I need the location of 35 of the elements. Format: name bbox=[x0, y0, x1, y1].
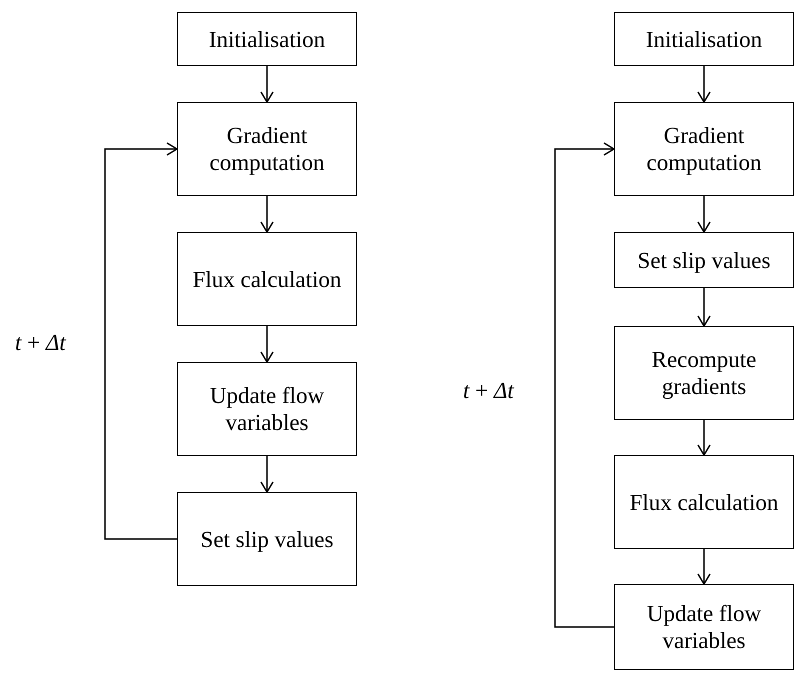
box-text: Update flow variables bbox=[646, 600, 762, 654]
arrow bbox=[260, 196, 274, 233]
arrow bbox=[697, 420, 711, 456]
box-text: Set slip values bbox=[200, 526, 334, 552]
arrow bbox=[554, 142, 615, 628]
arrow bbox=[260, 66, 274, 103]
process-box bbox=[177, 232, 357, 326]
arrow bbox=[260, 326, 274, 363]
time-step-label: t + Δt bbox=[463, 378, 514, 404]
box-text: Set slip values bbox=[636, 246, 772, 274]
process-box bbox=[177, 102, 357, 196]
process-box bbox=[614, 584, 794, 670]
box-text: Gradient computation bbox=[208, 122, 326, 176]
box-text: Initialisation bbox=[208, 26, 326, 52]
process-box bbox=[614, 232, 794, 288]
process-box bbox=[614, 326, 794, 420]
arrow bbox=[260, 456, 274, 493]
box-text: Flux calculation bbox=[192, 266, 342, 292]
process-box bbox=[614, 102, 794, 196]
arrow bbox=[697, 66, 711, 103]
box-text: Recompute gradients bbox=[650, 346, 758, 400]
process-box bbox=[177, 12, 357, 66]
process-box bbox=[177, 362, 357, 456]
arrow bbox=[104, 142, 178, 540]
time-step-label: t + Δt bbox=[15, 330, 66, 356]
box-text: Update flow variables bbox=[208, 382, 326, 436]
box-text: Initialisation bbox=[644, 26, 764, 52]
box-text: Gradient computation bbox=[646, 122, 762, 176]
arrow bbox=[697, 288, 711, 327]
arrow bbox=[697, 196, 711, 233]
process-box bbox=[177, 492, 357, 586]
process-box bbox=[614, 12, 794, 66]
process-box bbox=[614, 455, 794, 549]
box-text: Flux calculation bbox=[628, 488, 780, 516]
arrow bbox=[697, 549, 711, 585]
